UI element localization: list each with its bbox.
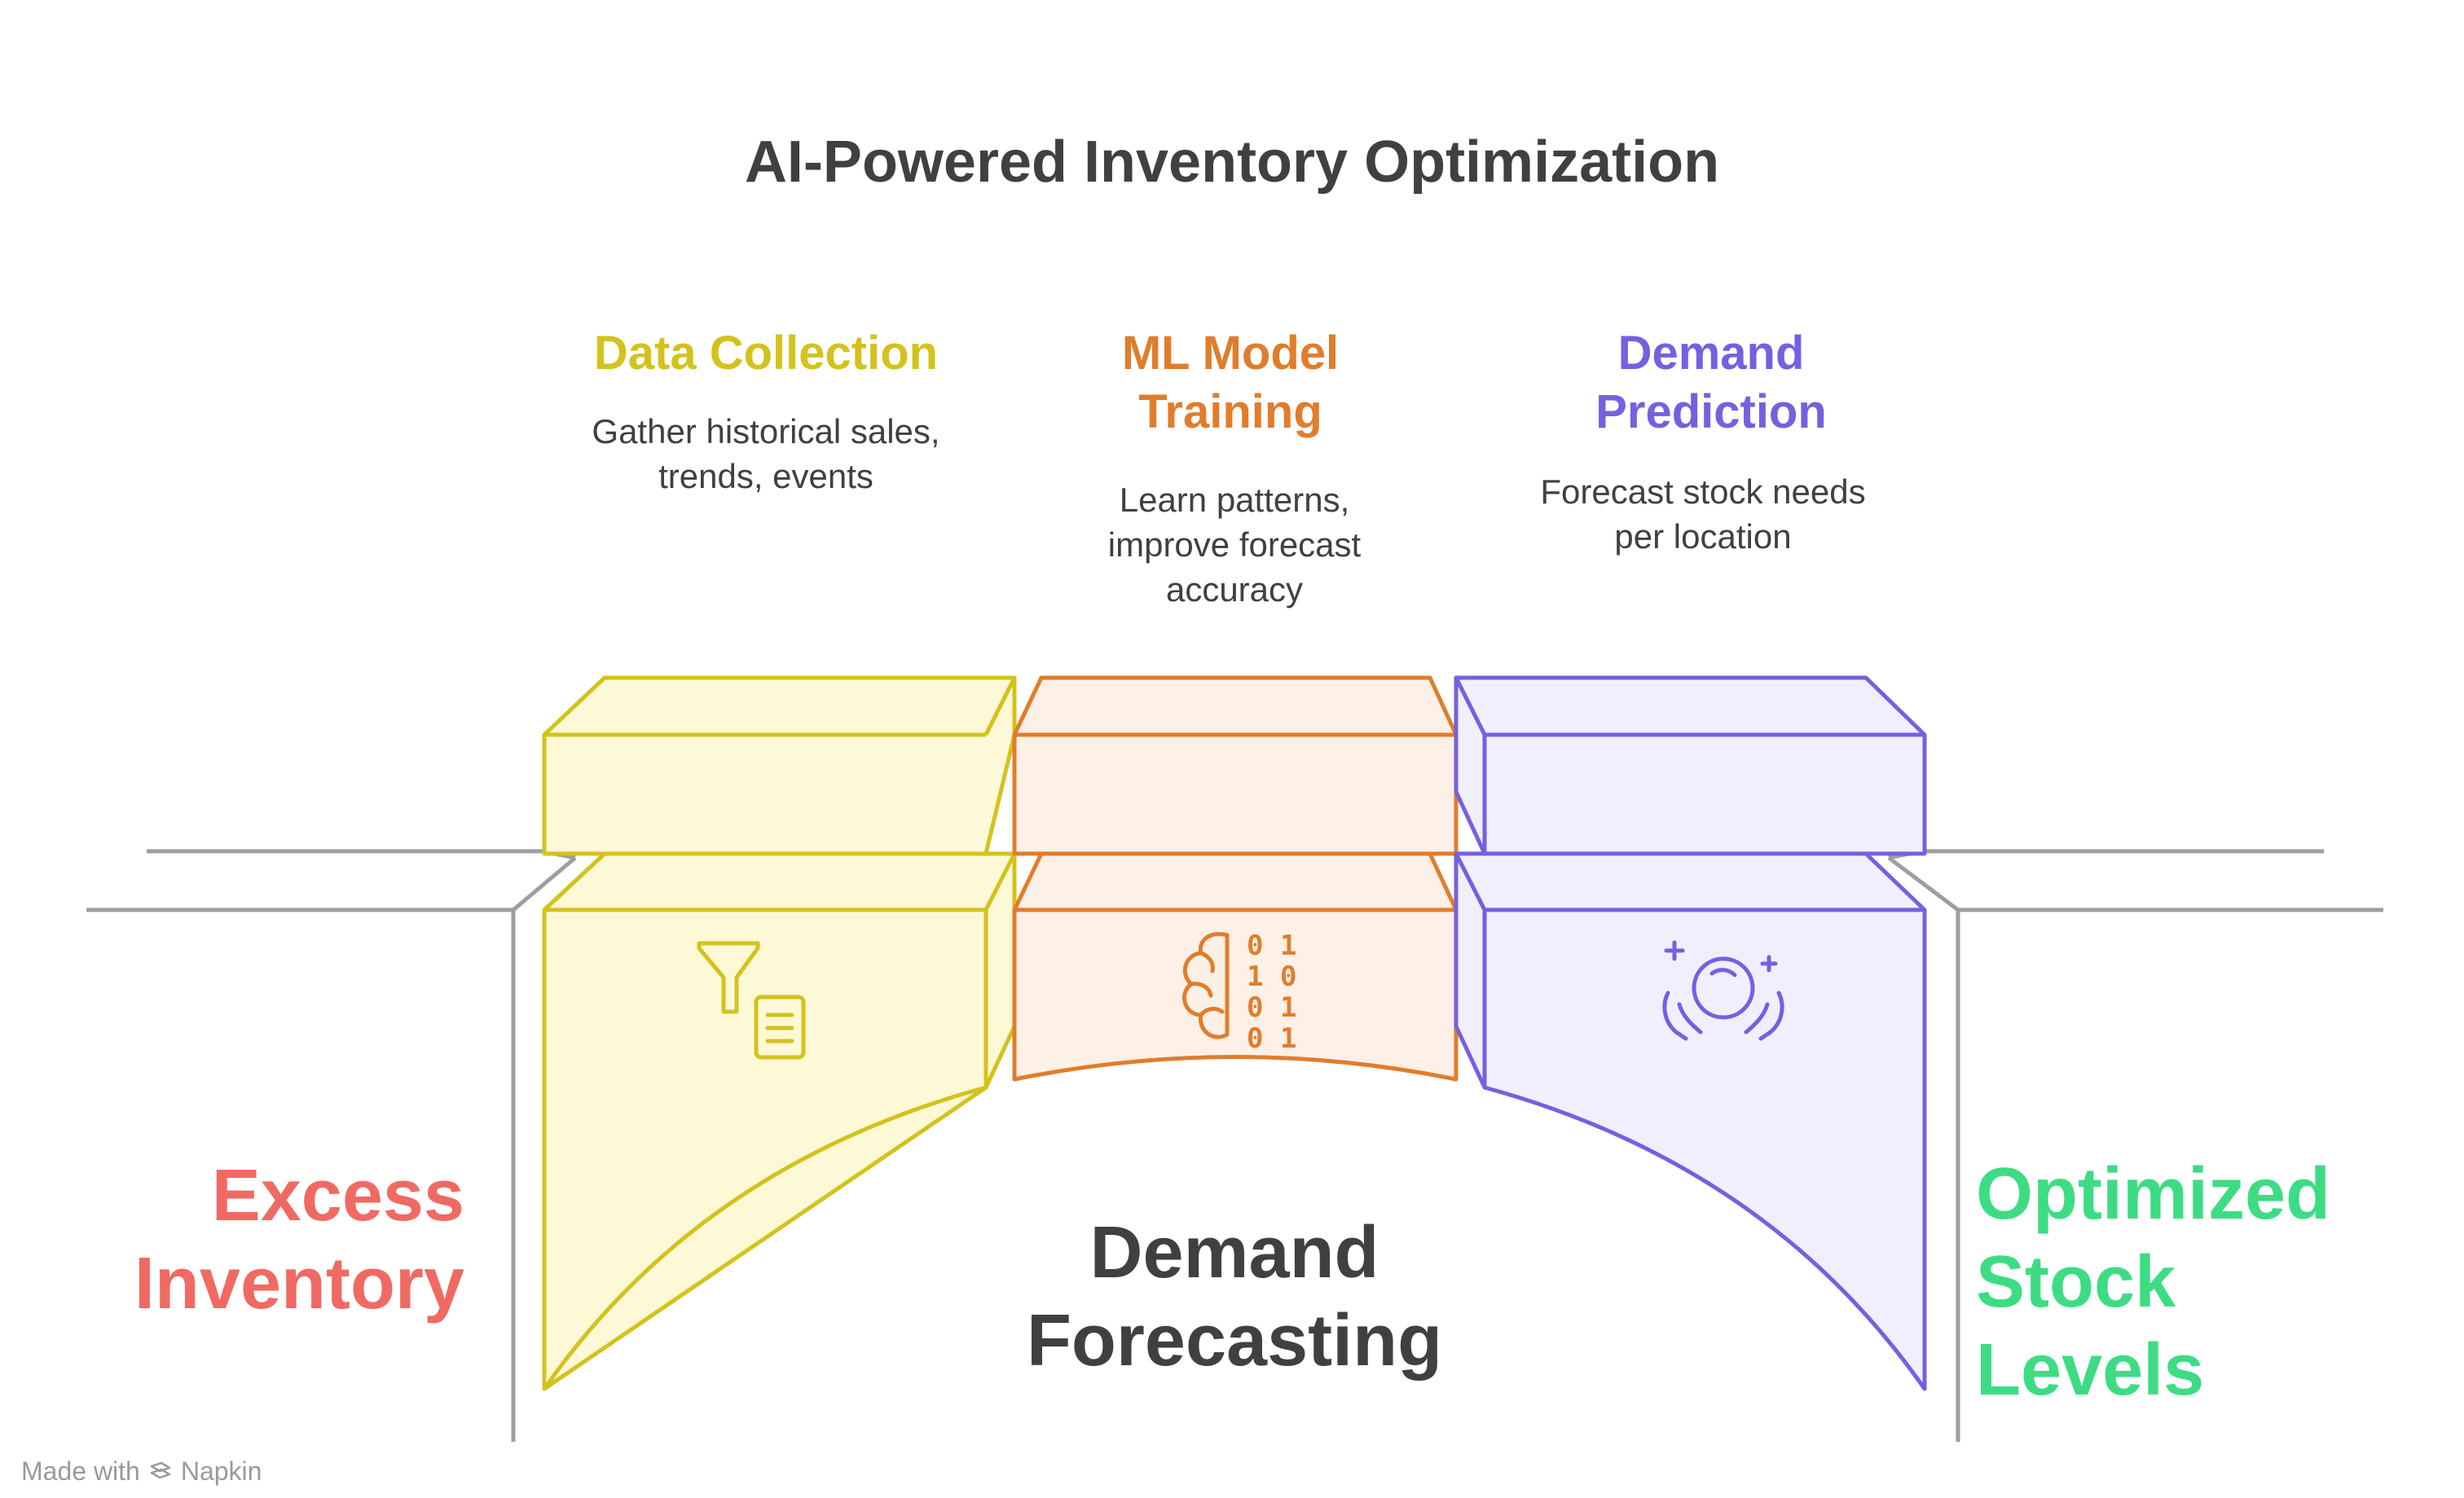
demand-prediction-top-box — [1454, 675, 1927, 856]
funnel-document-icon — [697, 941, 806, 1060]
svg-text:0 1: 0 1 — [1247, 991, 1296, 1024]
right-cliff-edge — [1887, 856, 1960, 912]
data-collection-top-right-edge — [983, 676, 1017, 736]
svg-text:0 1: 0 1 — [1247, 1022, 1296, 1055]
step-title-ml-model-training: ML Model Training — [1121, 327, 1340, 438]
demand-prediction-block — [1454, 675, 1927, 1391]
left-cliff-edge — [512, 856, 577, 912]
left-label-excess-inventory: Excess Inventory — [134, 1155, 464, 1324]
ml-training-arch-piece — [1012, 851, 1459, 1082]
brain-binary-icon: 0 1 1 0 0 1 0 1 — [1182, 929, 1296, 1055]
right-cliff-back-line — [1888, 849, 2324, 860]
demand-prediction-top-left-edge — [1454, 676, 1487, 736]
data-collection-arch-right-edge — [983, 852, 1017, 912]
made-with-napkin-footer: Made with Napkin — [21, 1456, 262, 1487]
left-cliff-back-line — [147, 849, 576, 860]
made-with-text: Made with — [21, 1456, 140, 1486]
napkin-logo-icon — [150, 1461, 171, 1478]
step-description-demand-prediction: Forecast stock needs per location — [1540, 472, 1866, 556]
demand-prediction-arch-piece — [1454, 851, 1927, 1391]
ml-training-top-box — [1012, 675, 1459, 856]
svg-text:0 1: 0 1 — [1247, 929, 1296, 962]
ml-training-block — [1012, 675, 1459, 1082]
step-description-data-collection: Gather historical sales, trends, events — [592, 412, 940, 495]
step-description-ml-model-training: Learn patterns, improve forecast accurac… — [1107, 481, 1362, 608]
diagram-title: AI-Powered Inventory Optimization — [744, 130, 1720, 195]
data-collection-block — [542, 675, 1017, 1391]
data-collection-arch-curve — [542, 907, 988, 1391]
svg-text:1 0: 1 0 — [1247, 960, 1296, 993]
data-collection-top-box — [542, 675, 1017, 856]
step-title-data-collection: Data Collection — [593, 327, 939, 380]
napkin-brand-text: Napkin — [180, 1456, 262, 1486]
right-label-optimized-stock-levels: Optimized Stock Levels — [1976, 1153, 2331, 1411]
crystal-ball-hands-icon — [1662, 940, 1784, 1041]
center-label-demand-forecasting: Demand Forecasting — [1026, 1212, 1443, 1382]
step-title-demand-prediction: Demand Prediction — [1595, 327, 1827, 438]
